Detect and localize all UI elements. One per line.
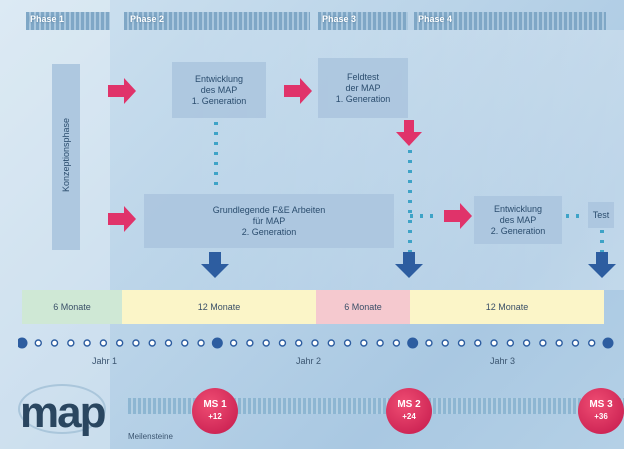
timeline-segment-1-label: 6 Monate [53,302,91,312]
year-2-label: Jahr 2 [296,356,322,366]
grundlegende-text: Grundlegende F&E Arbeiten für MAP 2. Gen… [212,204,326,237]
logo-ring [18,384,106,434]
entwicklung-gen2-text: Entwicklung des MAP 2. Generation [490,203,546,236]
month-dot [343,339,352,347]
konzeptionsphase-box: Konzeptionsphase [52,64,80,250]
feldtest-box: Feldtest der MAP 1. Generation [318,58,408,118]
month-dot [164,339,173,347]
month-dot [229,339,238,347]
month-dot [67,339,75,347]
month-dot [50,339,59,347]
timeline-segment-2-label: 12 Monate [197,302,241,312]
month-dot [148,339,156,347]
milestone-1-sub: +12 [208,412,222,421]
month-dot [295,339,303,347]
milestone-2-label: MS 2 [397,399,421,410]
milestone-3-sub: +36 [594,412,608,421]
meilensteine-label: Meilensteine [128,432,173,441]
phase-2-bar [124,12,310,30]
month-dot [132,339,140,347]
year-marker-dot [211,337,223,349]
milestone-1: MS 1 +12 [192,388,238,434]
entwicklung-gen1-box: Entwicklung des MAP 1. Generation [172,62,266,118]
right-arrow-icon [444,203,472,229]
grundlegende-box: Grundlegende F&E Arbeiten für MAP 2. Gen… [144,194,394,248]
down-arrow-icon [588,252,616,278]
month-dot [474,339,482,347]
month-dot [311,339,319,347]
test-box: Test [588,202,614,228]
entwicklung-gen1-text: Entwicklung des MAP 1. Generation [191,73,247,106]
month-dot [457,339,466,347]
entwicklung-gen2-box: Entwicklung des MAP 2. Generation [474,196,562,244]
month-dot [115,339,124,347]
month-dot [262,339,270,347]
month-dot [522,339,531,347]
month-dot [392,339,401,347]
year-marker-dot [18,337,28,349]
month-dot [490,339,498,347]
month-dot [197,339,205,347]
year-3-label: Jahr 3 [490,356,516,366]
month-dot [376,339,384,347]
month-dot [181,339,189,347]
month-dot [506,339,515,347]
year-marker-dot [407,337,419,349]
month-dot [539,339,547,347]
feldtest-text: Feldtest der MAP 1. Generation [335,71,391,104]
milestone-bar [128,398,624,414]
milestone-1-label: MS 1 [203,399,227,410]
milestone-2: MS 2 +24 [386,388,432,434]
down-arrow-icon [201,252,229,278]
test-text: Test [592,209,610,220]
milestone-3: MS 3 +36 [578,388,624,434]
month-dot [278,339,287,347]
month-dot [555,339,563,347]
right-arrow-icon [108,78,136,104]
month-dot [34,339,42,347]
timeline-segment-4: 12 Monate [410,290,604,324]
phase-1-label: Phase 1 [30,14,65,24]
milestone-2-sub: +24 [402,412,416,421]
phase-2-label: Phase 2 [130,14,165,24]
month-dot-row [18,337,614,349]
timeline-segment-2: 12 Monate [122,290,316,324]
map-logo: map [20,388,106,437]
year-marker-dot [602,337,614,349]
month-dot [83,339,91,347]
down-arrow-icon [395,252,423,278]
timeline-segment-3-label: 6 Monate [344,302,382,312]
timeline-segment-1: 6 Monate [22,290,122,324]
phase-4-label: Phase 4 [418,14,453,24]
month-dot [441,339,449,347]
down-arrow-icon [396,120,422,146]
month-dot [571,339,580,347]
month-dot [360,339,368,347]
right-arrow-icon [108,206,136,232]
phase-3-label: Phase 3 [322,14,357,24]
year-1-label: Jahr 1 [92,356,118,366]
month-dot [588,339,596,347]
month-dot [99,339,108,347]
timeline-segment-3: 6 Monate [316,290,410,324]
phase-3-bar [318,12,408,30]
phase-4-bar [414,12,606,30]
month-dot [425,339,433,347]
milestone-3-label: MS 3 [589,399,613,410]
phase-1-bar [26,12,110,30]
month-dot [246,339,254,347]
timeline-segment-4-label: 12 Monate [485,302,529,312]
month-dot [327,339,335,347]
right-arrow-icon [284,78,312,104]
